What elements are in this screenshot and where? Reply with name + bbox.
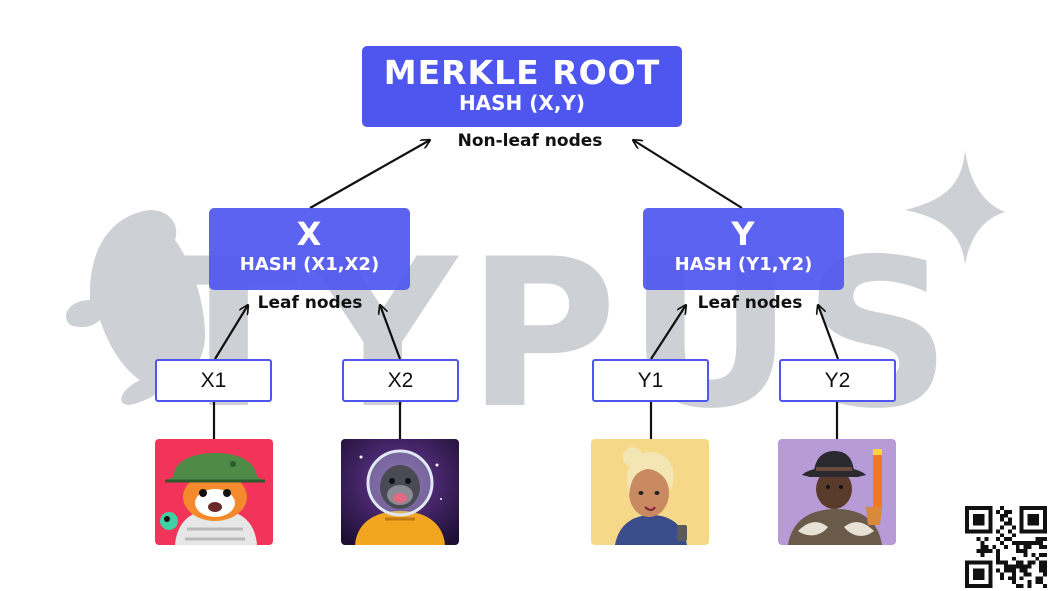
leaf-x1: X1 bbox=[155, 359, 272, 402]
node-x-title: X bbox=[296, 215, 323, 253]
edge-x-to-root bbox=[309, 140, 430, 209]
edge-y-to-root bbox=[633, 140, 743, 209]
leaf-y1: Y1 bbox=[592, 359, 709, 402]
merkle-root-title: MERKLE ROOT bbox=[383, 53, 661, 92]
fish-watermark-icon bbox=[66, 210, 205, 405]
leaf-caption-left: Leaf nodes bbox=[257, 293, 363, 313]
node-y-hash: HASH (Y1,Y2) bbox=[674, 254, 813, 275]
edge-y2-to-y bbox=[818, 305, 840, 360]
node-x-hash: HASH (X1,X2) bbox=[239, 254, 380, 275]
edge-x2-to-x bbox=[380, 305, 402, 360]
leaf-x2: X2 bbox=[342, 359, 459, 402]
gangster-fedora-avatar bbox=[778, 439, 896, 545]
node-y: Y HASH (Y1,Y2) bbox=[643, 208, 844, 290]
leaf-caption-right: Leaf nodes bbox=[697, 293, 803, 313]
edge-y1-to-y bbox=[650, 305, 686, 360]
cat-astronaut-avatar bbox=[155, 439, 273, 545]
qr-code bbox=[965, 506, 1047, 588]
merkle-root-node: MERKLE ROOT HASH (X,Y) bbox=[362, 46, 682, 127]
edge-x1-to-x bbox=[214, 305, 248, 360]
node-x: X HASH (X1,X2) bbox=[209, 208, 410, 290]
merkle-root-hash: HASH (X,Y) bbox=[458, 91, 586, 115]
sparkle-watermark-icon bbox=[905, 150, 1005, 265]
gorilla-astronaut-avatar bbox=[341, 439, 459, 545]
node-y-title: Y bbox=[731, 215, 756, 253]
non-leaf-caption: Non-leaf nodes bbox=[457, 131, 603, 151]
blonde-woman-avatar bbox=[591, 439, 709, 545]
leaf-y2: Y2 bbox=[779, 359, 896, 402]
